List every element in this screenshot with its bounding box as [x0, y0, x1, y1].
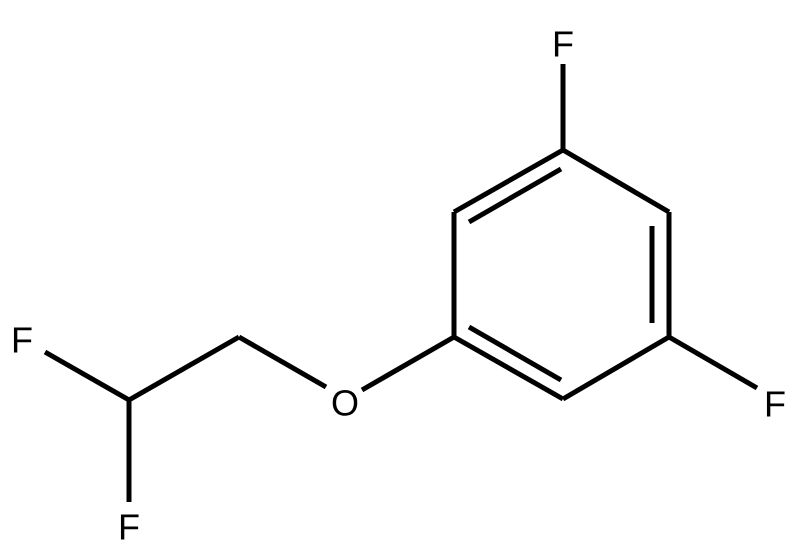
ring-bond-c1-c2	[561, 147, 671, 215]
bond-ch2-chf2	[127, 334, 241, 403]
ring-bond-c6-c1-inner	[467, 166, 563, 225]
atom-label-f-right: F	[764, 384, 786, 425]
atom-label-f-bottom: F	[118, 507, 140, 548]
atom-label-o: O	[331, 383, 359, 424]
ring-bond-c6-c1	[452, 147, 565, 215]
atom-label-f-left: F	[11, 320, 33, 361]
bond-c5-o	[360, 334, 456, 393]
bond-c3-f-right	[667, 334, 759, 391]
bond-o-ch2	[237, 334, 328, 390]
bond-chf2-f-left	[43, 349, 131, 403]
ring-bond-c3-c4	[561, 334, 671, 402]
ring-bond-c4-c5-inner	[467, 324, 563, 383]
ring-bond-c4-c5	[452, 334, 565, 402]
atom-label-f-top: F	[552, 24, 574, 65]
